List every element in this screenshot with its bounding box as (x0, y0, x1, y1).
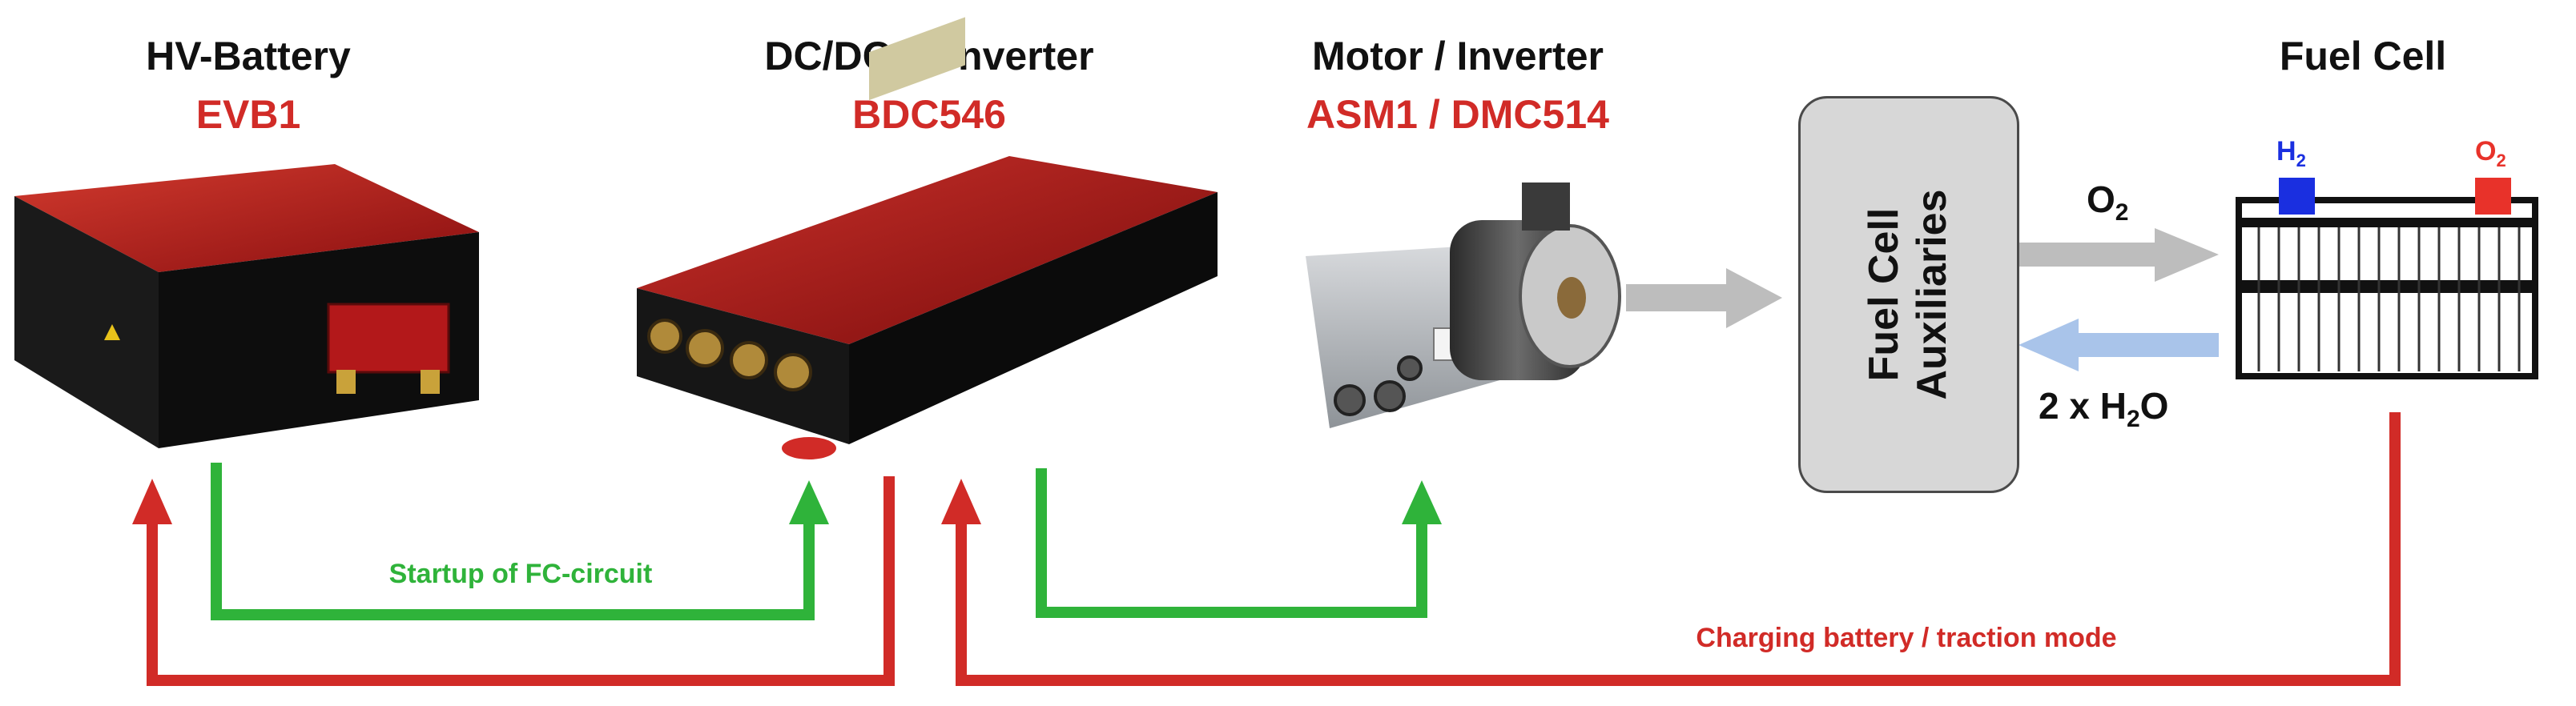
fuel-cell-stack (2236, 178, 2538, 379)
dcdc-side-face (849, 192, 1218, 444)
motor-shaft (1557, 277, 1586, 319)
charging-path-dcdc-to-battery (147, 476, 895, 686)
charging-circuit-lines (147, 412, 2401, 686)
o2-port-letter: O (2475, 136, 2497, 166)
battery-warning-icon (104, 324, 120, 340)
dcdc-port-2 (686, 329, 724, 367)
dcdc-converter-device (637, 17, 1218, 459)
water-suffix: O (2139, 385, 2169, 427)
battery-top-face (14, 164, 479, 272)
startup-path-battery-to-dcdc (211, 463, 815, 620)
motor-model: ASM1 / DMC514 (1306, 92, 1609, 137)
battery-front-face (14, 196, 159, 448)
water-sub: 2 (2126, 406, 2140, 433)
o2-flow-arrow (2015, 228, 2219, 282)
battery-side-face (159, 232, 479, 448)
o2-arrow-head (2155, 228, 2219, 282)
water-flow-arrow (2019, 319, 2219, 371)
h2-port-sub: 2 (2296, 150, 2306, 170)
battery-connector-box (327, 303, 450, 374)
o2-arrow-shaft (2015, 243, 2159, 267)
charging-path-fuelcell-to-dcdc (956, 412, 2401, 686)
motor-inverter-device (1306, 183, 1621, 428)
fuel-cell-upper-band (2239, 218, 2535, 227)
dcdc-port-3 (730, 341, 768, 379)
o2-flow-letter: O (2087, 179, 2115, 220)
dcdc-port-4 (774, 353, 812, 391)
fuel-cell-auxiliaries-box: Fuel Cell Auxiliaries (1798, 96, 2019, 493)
arrow-shaft (1626, 284, 1730, 311)
startup-circuit-lines (211, 463, 1427, 620)
o2-flow-label: O2 (2087, 178, 2128, 227)
water-arrow-head (2019, 319, 2079, 371)
o2-port-label: O2 (2475, 136, 2506, 171)
battery-model: EVB1 (195, 92, 301, 137)
water-flow-label: 2 x H2O (2039, 384, 2168, 433)
o2-port-sub: 2 (2496, 150, 2506, 170)
fuel-cell-title: Fuel Cell (2279, 34, 2447, 78)
auxiliaries-line-2: Auxiliaries (1909, 189, 1955, 400)
startup-arrowhead-dcdc (789, 480, 829, 524)
h2-port-letter: H (2276, 136, 2296, 166)
startup-arrowhead-motor (1402, 480, 1442, 524)
dcdc-port-1 (647, 319, 682, 354)
arrow-head (1726, 268, 1782, 328)
o2-flow-sub: 2 (2115, 199, 2129, 227)
dcdc-red-plug (782, 437, 836, 459)
battery-plug-left (336, 370, 356, 394)
hv-battery-device (14, 164, 479, 448)
motor-title: Motor / Inverter (1312, 34, 1604, 78)
inverter-connector-2 (1374, 380, 1406, 412)
motor-terminal-box (1522, 183, 1570, 231)
charging-arrowhead-dcdc (941, 479, 981, 524)
water-prefix: 2 x H (2039, 385, 2127, 427)
charging-circuit-label: Charging battery / traction mode (1696, 623, 2117, 653)
startup-path-dcdc-to-motor (1036, 468, 1427, 618)
h2-port-label: H2 (2276, 136, 2306, 171)
charging-arrowhead-battery (132, 479, 172, 524)
o2-inlet-port (2475, 178, 2511, 215)
h2-inlet-port (2279, 178, 2315, 215)
fuel-cell-mid-band (2239, 280, 2535, 293)
fuel-cell-plates (2257, 227, 2521, 371)
dcdc-top-face (637, 156, 1218, 344)
startup-circuit-label: Startup of FC-circuit (388, 559, 653, 589)
auxiliaries-label: Fuel Cell Auxiliaries (1861, 189, 1957, 399)
battery-title: HV-Battery (146, 34, 351, 78)
arrow-to-auxiliaries (1626, 268, 1782, 328)
battery-plug-right (421, 370, 440, 394)
water-arrow-shaft (2075, 333, 2219, 357)
dcdc-model: BDC546 (852, 92, 1006, 137)
dcdc-label-plate (869, 17, 965, 101)
auxiliaries-line-1: Fuel Cell (1861, 207, 1908, 382)
inverter-connector-3 (1397, 355, 1423, 381)
inverter-connector-1 (1334, 384, 1366, 416)
